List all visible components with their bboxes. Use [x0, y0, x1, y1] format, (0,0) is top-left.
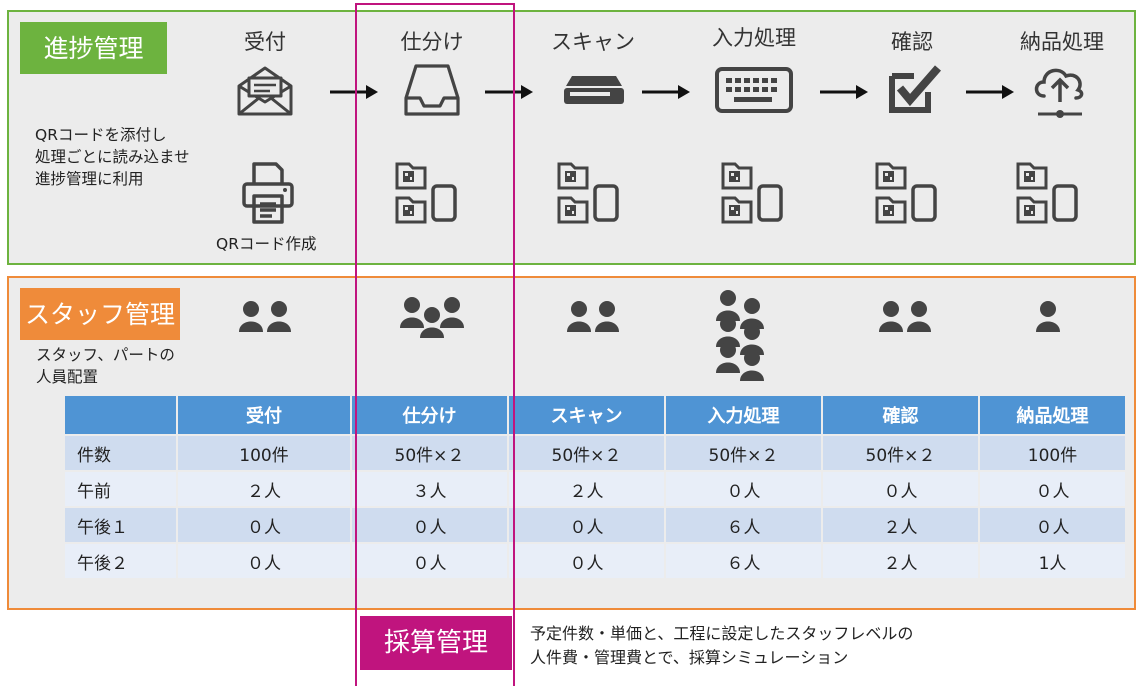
progress-management-tag: 進捗管理: [20, 22, 167, 74]
table-cell: 1人: [980, 544, 1125, 578]
stage-label-delivery: 納品処理: [1020, 30, 1104, 54]
table-cell: ２人: [509, 472, 664, 506]
table-cell: ０人: [178, 508, 350, 542]
people-group-icon: [879, 301, 931, 332]
checkbox-checked-icon: [889, 65, 942, 113]
people-group-icon: [716, 290, 764, 381]
arrow-right-icon: [966, 85, 1014, 99]
table-row: 午後２ ０人 ０人 ０人 ６人 ２人 1人: [65, 544, 1125, 578]
table-header-scan: スキャン: [509, 396, 664, 434]
row-label-afternoon-2: 午後２: [65, 544, 176, 578]
arrow-right-icon: [820, 85, 868, 99]
table-cell: ０人: [980, 508, 1125, 542]
scanner-icon: [564, 76, 624, 104]
stage-label-scan: スキャン: [551, 30, 635, 54]
staff-management-tag: スタッフ管理: [20, 288, 180, 340]
table-header-sorting: 仕分け: [352, 396, 507, 434]
table-cell: ０人: [509, 544, 664, 578]
table-header-check: 確認: [823, 396, 978, 434]
table-cell: 100件: [980, 436, 1125, 470]
table-header-input: 入力処理: [666, 396, 821, 434]
printer-icon: [242, 162, 294, 224]
table-cell: 50件×２: [352, 436, 507, 470]
person-icon: [595, 301, 619, 332]
person-icon: [239, 301, 263, 332]
table-cell: 100件: [178, 436, 350, 470]
table-cell: ６人: [666, 544, 821, 578]
table-cell: ０人: [352, 508, 507, 542]
cost-description: 予定件数・単価と、工程に設定したスタッフレベルの 人件費・管理費とで、採算シミュ…: [530, 622, 913, 670]
staff-note-line-2: 人員配置: [36, 368, 99, 386]
cost-description-line-2: 人件費・管理費とで、採算シミュレーション: [530, 648, 849, 667]
stage-label-input: 入力処理: [712, 26, 796, 50]
person-icon: [879, 301, 903, 332]
table-cell: ２人: [823, 508, 978, 542]
qr-folders-tablet-icon: [557, 162, 619, 224]
table-cell: 50件×２: [666, 436, 821, 470]
row-label-count: 件数: [65, 436, 176, 470]
people-group-icon: [567, 301, 619, 332]
table-cell: ０人: [509, 508, 664, 542]
table-row: 午前 ２人 ３人 ２人 ０人 ０人 ０人: [65, 472, 1125, 506]
progress-note-line-1: QRコードを添付し: [35, 126, 167, 144]
person-icon: [1036, 301, 1060, 332]
cost-management-tag: 採算管理: [360, 616, 512, 670]
people-group-icon: [1036, 301, 1060, 332]
qr-folders-tablet-icon: [1016, 162, 1078, 224]
staff-allocation-table: 受付 仕分け スキャン 入力処理 確認 納品処理 件数 100件 50件×２ 5…: [63, 394, 1127, 580]
progress-note-line-2: 処理ごとに読み込ませ: [35, 148, 190, 166]
arrow-right-icon: [642, 85, 690, 99]
staff-note: スタッフ、パートの 人員配置: [36, 344, 175, 388]
table-header-reception: 受付: [178, 396, 350, 434]
table-cell: ０人: [352, 544, 507, 578]
table-cell: ０人: [823, 472, 978, 506]
person-icon: [567, 301, 591, 332]
table-row: 午後１ ０人 ０人 ０人 ６人 ２人 ０人: [65, 508, 1125, 542]
keyboard-icon: [715, 67, 793, 113]
staff-note-line-1: スタッフ、パートの: [36, 346, 175, 364]
table-cell: ２人: [178, 472, 350, 506]
stage-label-reception: 受付: [244, 30, 286, 54]
stage-label-check: 確認: [891, 30, 933, 54]
cloud-upload-icon: [1034, 68, 1084, 118]
progress-note: QRコードを添付し 処理ごとに読み込ませ 進捗管理に利用: [35, 124, 190, 190]
table-cell: ３人: [352, 472, 507, 506]
printer-caption: QRコード作成: [216, 235, 317, 253]
arrow-right-icon: [485, 85, 533, 99]
envelope-icon: [237, 66, 293, 116]
row-label-afternoon-1: 午後１: [65, 508, 176, 542]
table-cell: 50件×２: [509, 436, 664, 470]
person-icon: [267, 301, 291, 332]
person-icon: [907, 301, 931, 332]
sorting-column-highlight: [355, 3, 515, 686]
table-cell: ６人: [666, 508, 821, 542]
table-cell: ０人: [980, 472, 1125, 506]
table-cell: ２人: [823, 544, 978, 578]
table-row: 件数 100件 50件×２ 50件×２ 50件×２ 50件×２ 100件: [65, 436, 1125, 470]
row-label-morning: 午前: [65, 472, 176, 506]
table-header-corner: [65, 396, 176, 434]
table-header-delivery: 納品処理: [980, 396, 1125, 434]
qr-folders-tablet-icon: [721, 162, 783, 224]
cost-description-line-1: 予定件数・単価と、工程に設定したスタッフレベルの: [530, 624, 914, 643]
arrow-right-icon: [330, 85, 378, 99]
qr-folders-tablet-icon: [875, 162, 937, 224]
people-group-icon: [239, 301, 291, 332]
stage-label-sorting: 仕分け: [400, 30, 464, 54]
table-cell: ０人: [666, 472, 821, 506]
table-header-row: 受付 仕分け スキャン 入力処理 確認 納品処理: [65, 396, 1125, 434]
table-cell: ０人: [178, 544, 350, 578]
table-cell: 50件×２: [823, 436, 978, 470]
inbox-tray-icon: [404, 64, 460, 116]
progress-note-line-3: 進捗管理に利用: [35, 170, 144, 188]
